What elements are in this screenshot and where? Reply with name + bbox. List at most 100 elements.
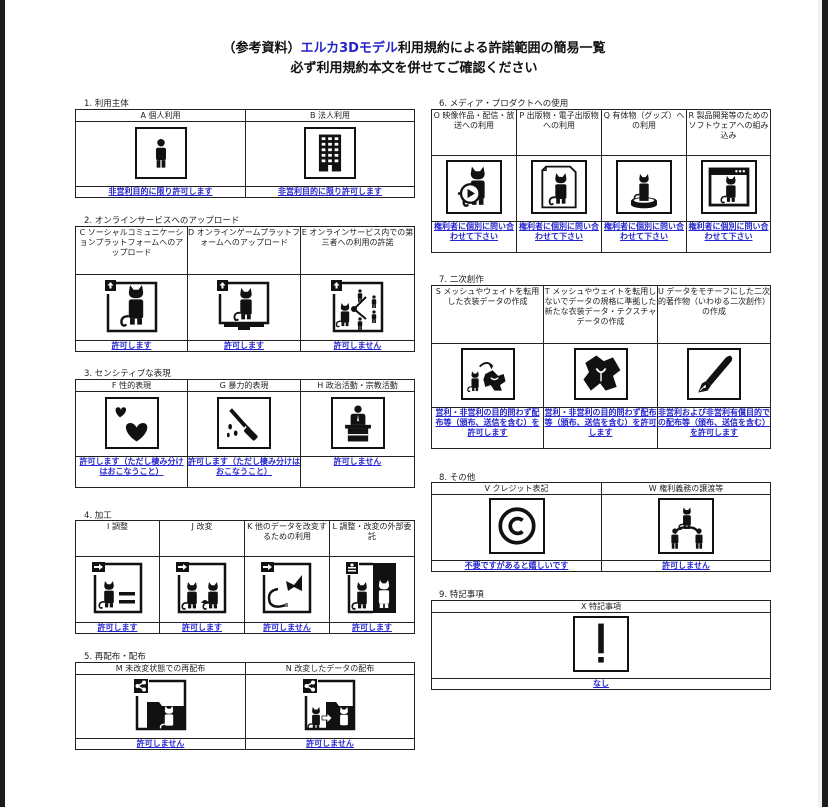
column-head: W 権利義務の譲渡等 <box>601 482 771 495</box>
permission-text: 非営利目的に限り許可します <box>75 186 246 198</box>
permission-text: 許可します（ただし棲み分けはおこなうこと） <box>75 456 188 488</box>
costume-icon <box>573 348 628 400</box>
office-building-icon <box>304 126 356 179</box>
column-head: H 政治活動・宗教活動 <box>300 379 415 392</box>
title-suffix: 利用規約による許諾範囲の簡易一覧 <box>397 41 606 56</box>
icon-cell <box>187 274 301 341</box>
column-head: A 個人利用 <box>75 109 246 122</box>
upload-game-icon <box>216 279 272 333</box>
column-head: I 調整 <box>75 520 160 557</box>
icon-cell <box>159 556 245 623</box>
permission-text: 許可しません <box>244 622 330 634</box>
column-head: S メッシュやウェイトを転用した衣装データの作成 <box>431 285 544 344</box>
column-head: V クレジット表記 <box>431 482 602 495</box>
section-label-processing: 4. 加工 <box>84 511 112 521</box>
copyright-icon <box>488 498 545 554</box>
permission-text: 権利者に個別に問い合わせて下さい <box>686 221 771 253</box>
permission-text: 不要ですがあると嬉しいです <box>431 560 602 572</box>
permission-text: 許可しません <box>75 738 246 750</box>
section-label-special-notes: 9. 特記事項 <box>439 590 484 600</box>
permission-text: 非営利目的に限り許可します <box>245 186 415 198</box>
publication-icon <box>531 160 587 214</box>
column-head: P 出版物・電子出版物への利用 <box>516 109 602 156</box>
permission-text: なし <box>431 678 771 690</box>
title-accent: エルカ3Dモデル <box>300 41 398 56</box>
icon-cell <box>431 494 602 561</box>
permission-text: 権利者に個別に問い合わせて下さい <box>516 221 602 253</box>
icon-cell <box>300 274 415 341</box>
column-head: F 性的表現 <box>75 379 188 392</box>
icon-cell <box>431 155 517 222</box>
section-label-media-product: 6. メディア・プロダクトへの使用 <box>439 99 569 109</box>
permission-text: 許可します <box>159 622 245 634</box>
icon-cell <box>75 556 160 623</box>
outsource-icon <box>345 561 399 615</box>
table-sensitive: F 性的表現 G 暴力的表現 H 政治活動・宗教活動 <box>75 379 415 488</box>
page-subtitle: 必ず利用規約本文を併せてご確認ください <box>290 61 538 76</box>
icon-cell <box>543 343 658 408</box>
icon-cell <box>657 343 771 408</box>
table-special-notes: X 特記事項 なし <box>431 600 771 690</box>
redistribute-icon <box>132 678 189 732</box>
column-head: U データをモチーフにした二次的著作物（いわゆる二次創作）の作成 <box>657 285 771 344</box>
column-head: Q 有体物（グッズ）への利用 <box>601 109 687 156</box>
icon-cell <box>329 556 415 623</box>
column-head: X 特記事項 <box>431 600 771 613</box>
table-media-product: O 映像作品・配信・放送への利用 P 出版物・電子出版物への利用 Q 有体物（グ… <box>431 109 771 253</box>
distribute-modified-icon <box>302 678 358 732</box>
icon-cell <box>431 612 771 679</box>
column-head: B 法人利用 <box>245 109 415 122</box>
permission-text: 許可します <box>187 340 301 352</box>
permission-text: 許可します <box>75 340 188 352</box>
permission-text: 許可します <box>75 622 160 634</box>
icon-cell <box>244 556 330 623</box>
permission-text: 営利・非営利の目的問わず配布等（頒布、送信を含む）を許可します <box>543 407 658 449</box>
figure-goods-icon <box>616 160 672 214</box>
share-third-party-icon <box>329 279 386 333</box>
icon-cell <box>187 391 301 457</box>
column-head: R 製品開発等のためのソフトウェアへの組み込み <box>686 109 771 156</box>
section-label-online-upload: 2. オンラインサービスへのアップロード <box>84 216 240 226</box>
table-derivative: S メッシュやウェイトを転用した衣装データの作成 T メッシュやウェイトを転用し… <box>431 285 771 449</box>
permission-text: 権利者に個別に問い合わせて下さい <box>431 221 517 253</box>
table-other: V クレジット表記 W 権利義務の譲渡等 不要ですがあると嬉 <box>431 482 771 572</box>
podium-speaker-icon <box>330 396 385 449</box>
upload-sns-icon <box>103 279 160 333</box>
section-label-other: 8. その他 <box>439 473 476 483</box>
hearts-icon <box>104 396 159 449</box>
video-play-icon <box>446 160 502 214</box>
table-redistribution: M 未改変状態での再配布 N 改変したデータの配布 <box>75 662 415 750</box>
window-edge-right <box>822 0 828 807</box>
column-head: K 他のデータを改変するための利用 <box>244 520 330 557</box>
adjust-equal-icon <box>90 561 145 615</box>
column-head: G 暴力的表現 <box>187 379 301 392</box>
column-head: E オンラインサービス内での第三者への利用の許諾 <box>300 226 415 275</box>
icon-cell <box>431 343 544 408</box>
column-head: L 調整・改変の外部委託 <box>329 520 415 557</box>
table-processing: I 調整 J 改変 K 他のデータを改変するための利用 L 調整・改変の外部委託 <box>75 520 415 634</box>
parts-reuse-icon <box>260 561 314 615</box>
icon-cell <box>245 674 415 739</box>
permission-text: 許可しません <box>245 738 415 750</box>
column-head: C ソーシャルコミュニケーションプラットフォームへのアップロード <box>75 226 188 275</box>
icon-cell <box>601 494 771 561</box>
icon-cell <box>75 121 246 187</box>
icon-cell <box>516 155 602 222</box>
software-window-icon <box>700 160 757 214</box>
table-usage-subject: A 個人利用 B 法人利用 <box>75 109 415 198</box>
permission-text: 非営利および非営利有償目的での配布等（頒布、送信を含む）を許可します <box>657 407 771 449</box>
pen-nib-icon <box>687 348 741 400</box>
table-online-upload: C ソーシャルコミュニケーションプラットフォームへのアップロード D オンライン… <box>75 226 415 352</box>
section-label-usage-subject: 1. 利用主体 <box>84 99 129 109</box>
permission-text: 許可します（ただし棲み分けはおこなうこと） <box>187 456 301 488</box>
permission-text: 許可しません <box>300 340 415 352</box>
section-label-derivative: 7. 二次創作 <box>439 275 484 285</box>
column-head: D オンラインゲームプラットフォームへのアップロード <box>187 226 301 275</box>
modify-icon <box>175 561 229 615</box>
column-head: T メッシュやウェイトを転用しないでデータの規格に準拠した新たな衣装データ・テク… <box>543 285 658 344</box>
transfer-rights-icon <box>658 498 714 554</box>
scroll-gutter <box>818 0 822 807</box>
permission-text: 許可しません <box>601 560 771 572</box>
icon-cell <box>601 155 687 222</box>
title-prefix: （参考資料） <box>222 41 301 56</box>
